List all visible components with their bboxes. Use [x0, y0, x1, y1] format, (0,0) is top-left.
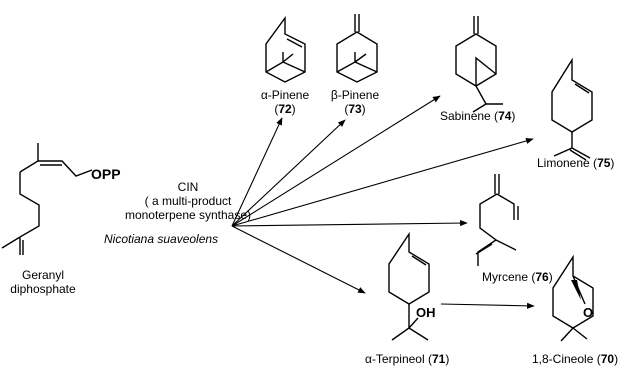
- enzyme-label: CIN ( a multi-product monoterpene syntha…: [118, 180, 258, 222]
- cineole-wedge-bond: [571, 280, 581, 300]
- product-name: 1,8-Cineole: [532, 352, 594, 366]
- substrate-name-line2: diphosphate: [10, 282, 76, 296]
- sabinene-structure: [455, 16, 503, 113]
- product-name: β-Pinene: [330, 88, 380, 102]
- oh-group-label: OH: [416, 305, 436, 320]
- product-label-limonene: Limonene (75): [537, 156, 615, 170]
- product-number: 72: [278, 102, 292, 116]
- opp-group-label: OPP: [91, 166, 121, 182]
- product-number: 75: [597, 156, 611, 170]
- alpha-pinene-structure: [265, 15, 306, 83]
- substrate-name-line1: Geranyl: [21, 268, 65, 282]
- product-label-beta-pinene: β-Pinene (73): [320, 88, 390, 116]
- alpha-terpineol-structure: [388, 231, 430, 341]
- product-name: α-Terpineol: [365, 352, 425, 366]
- product-name: α-Pinene: [260, 88, 310, 102]
- product-number: 76: [535, 270, 549, 284]
- enzyme-desc-line1: ( a multi-product: [144, 194, 232, 208]
- limonene-structure: [551, 57, 593, 161]
- reaction-arrows: [231, 95, 535, 309]
- product-number: 73: [348, 102, 362, 116]
- product-label-alpha-terpineol: α-Terpineol (71): [365, 352, 450, 366]
- myrcene-structure: [475, 174, 519, 266]
- product-label-sabinene: Sabinene (74): [440, 109, 516, 123]
- geranyl-diphosphate-structure: [1, 143, 93, 255]
- enzyme-desc-line2: monoterpene synthase): [124, 208, 252, 222]
- product-number: 70: [600, 352, 615, 366]
- cineole-oxygen-label: O: [583, 305, 593, 320]
- substrate-name: Geranyl diphosphate: [0, 268, 86, 296]
- product-name: Limonene: [537, 156, 590, 170]
- beta-pinene-structure: [336, 14, 378, 83]
- product-label-myrcene: Myrcene (76): [482, 270, 553, 284]
- product-name: Sabinene: [440, 109, 491, 123]
- product-label-alpha-pinene: α-Pinene (72): [250, 88, 320, 116]
- product-number: 74: [498, 109, 512, 123]
- cineole-structure: [552, 254, 594, 342]
- enzyme-name: CIN: [177, 180, 199, 194]
- enzyme-organism: Nicotiana suaveolens: [104, 232, 219, 246]
- product-label-cineole: 1,8-Cineole (70): [532, 352, 619, 366]
- product-name: Myrcene: [482, 270, 529, 284]
- product-number: 71: [431, 352, 446, 366]
